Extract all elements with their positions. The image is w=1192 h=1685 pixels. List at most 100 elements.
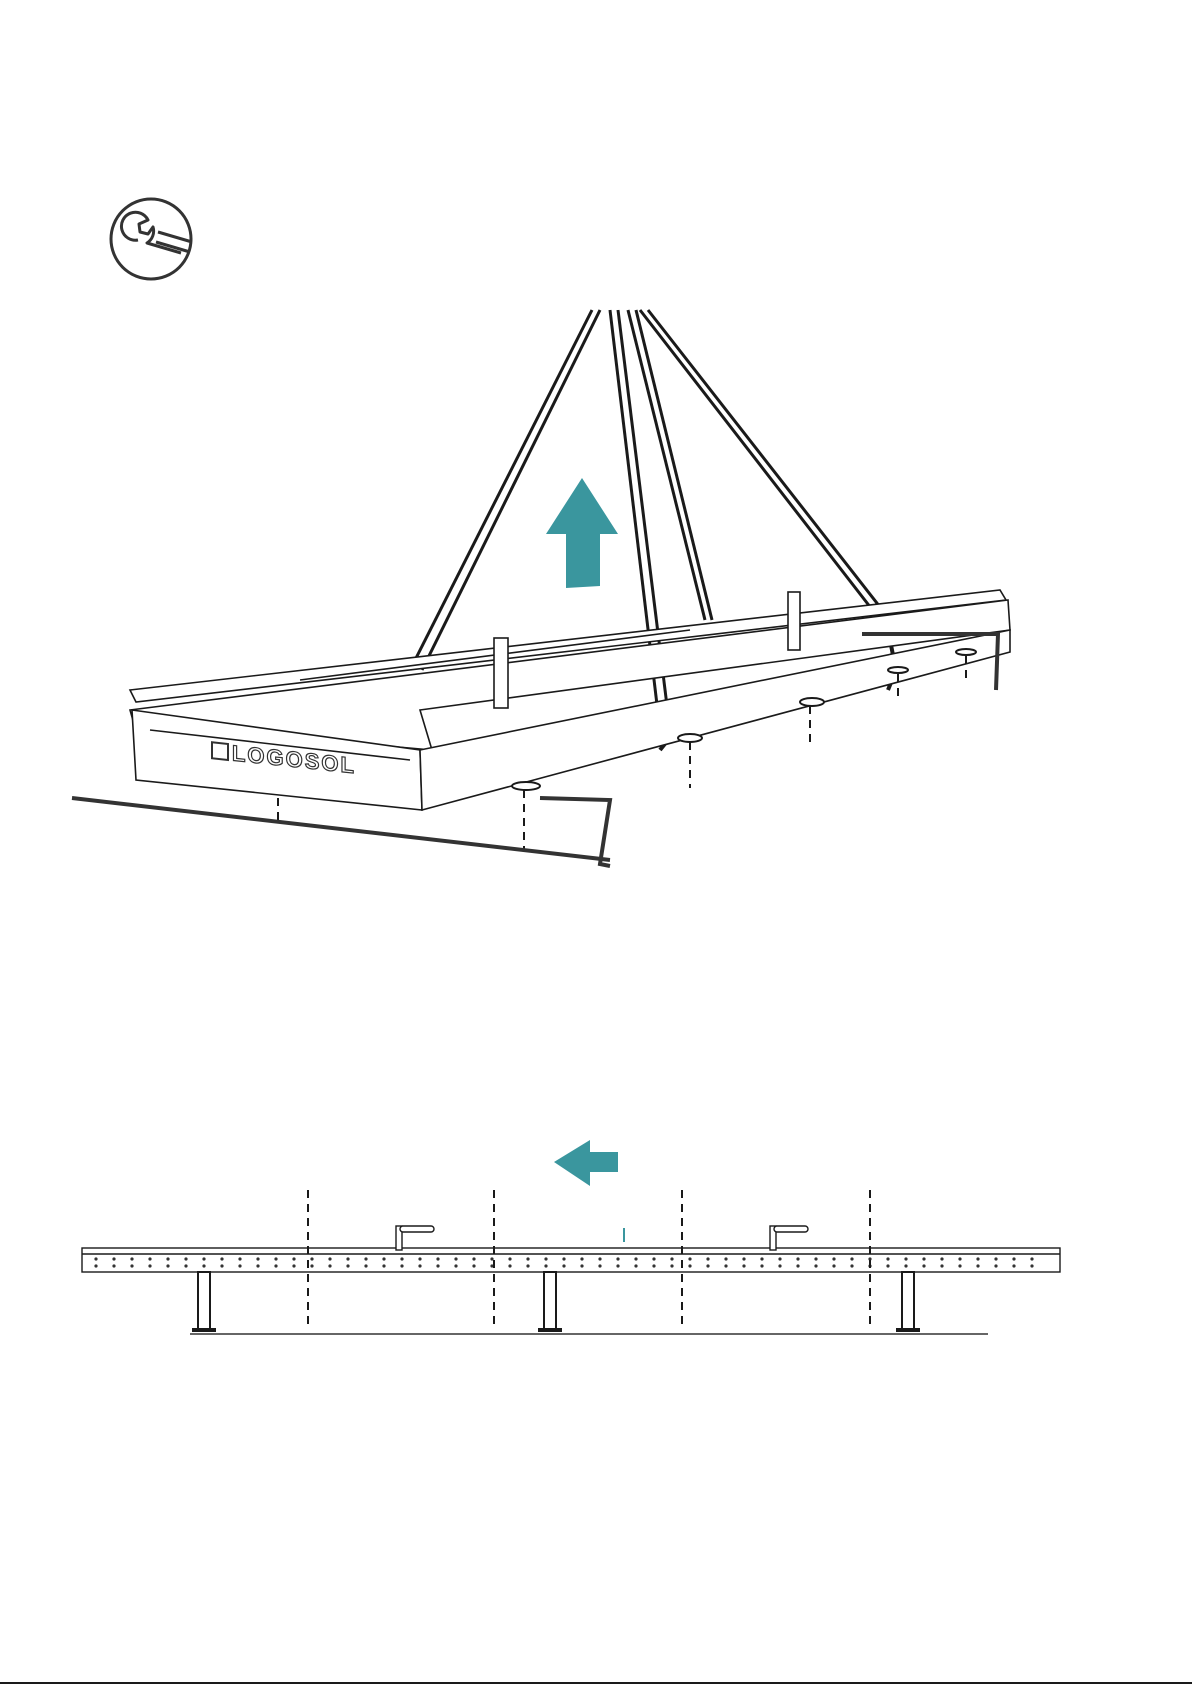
rail-hole — [886, 1257, 889, 1260]
rail-hole — [112, 1264, 115, 1267]
rail-hole — [814, 1257, 817, 1260]
rail-hole — [238, 1257, 241, 1260]
rail-hole — [220, 1257, 223, 1260]
rail-hole — [670, 1264, 673, 1267]
rail-hole — [940, 1257, 943, 1260]
move-left-arrow — [554, 1140, 618, 1186]
rail-hole — [364, 1264, 367, 1267]
rail-hole — [760, 1264, 763, 1267]
rail-hole — [400, 1264, 403, 1267]
rail-hole — [742, 1264, 745, 1267]
rail-hole — [418, 1257, 421, 1260]
rail-hole — [166, 1264, 169, 1267]
rail-hole — [418, 1264, 421, 1267]
rail-hole — [202, 1264, 205, 1267]
rail-hole — [922, 1264, 925, 1267]
rail-hole — [1012, 1257, 1015, 1260]
rail-hole — [562, 1257, 565, 1260]
rail-hole — [436, 1257, 439, 1260]
rail-hole — [958, 1264, 961, 1267]
rail-hole — [724, 1257, 727, 1260]
rail-hole — [274, 1257, 277, 1260]
rail-hole — [778, 1264, 781, 1267]
rail-hole — [724, 1264, 727, 1267]
rail-hole — [526, 1264, 529, 1267]
rail-hole — [526, 1257, 529, 1260]
rail-hole — [796, 1257, 799, 1260]
rail-hole — [472, 1257, 475, 1260]
rail-hole — [814, 1264, 817, 1267]
rail-hole — [760, 1257, 763, 1260]
rail-hole — [598, 1264, 601, 1267]
rail-hole — [112, 1257, 115, 1260]
rail-hole — [1030, 1264, 1033, 1267]
rail-hole — [310, 1257, 313, 1260]
wrench-icon — [108, 196, 194, 282]
rail-hole — [382, 1264, 385, 1267]
rail-hole — [850, 1264, 853, 1267]
rail-hole — [994, 1264, 997, 1267]
rail-hole — [976, 1257, 979, 1260]
rail-hole — [202, 1257, 205, 1260]
rail-hole — [940, 1264, 943, 1267]
rail-hole — [328, 1264, 331, 1267]
rail-hole — [1012, 1264, 1015, 1267]
rail-hole — [652, 1257, 655, 1260]
rail-hole — [328, 1257, 331, 1260]
rail-hole — [688, 1257, 691, 1260]
rail-hole — [850, 1257, 853, 1260]
rail-hole — [904, 1264, 907, 1267]
rail-hole — [958, 1257, 961, 1260]
rail-hole — [634, 1264, 637, 1267]
rail-hole — [256, 1257, 259, 1260]
rail-hole — [130, 1257, 133, 1260]
rail-hole — [616, 1257, 619, 1260]
rail-hole — [796, 1264, 799, 1267]
rail-hole — [184, 1264, 187, 1267]
rail-hole — [346, 1264, 349, 1267]
lift-up-arrow — [546, 478, 618, 588]
rail-hole — [454, 1257, 457, 1260]
rail-hole — [562, 1264, 565, 1267]
rail-hole — [238, 1264, 241, 1267]
rail-hole — [598, 1257, 601, 1260]
rail-hole — [652, 1264, 655, 1267]
rail-hole — [508, 1264, 511, 1267]
side-view-illustration — [0, 1140, 1192, 1360]
rail-hole — [544, 1264, 547, 1267]
rail-hole — [166, 1257, 169, 1260]
rail-hole — [904, 1257, 907, 1260]
rail-hole — [184, 1257, 187, 1260]
rail-hole — [778, 1257, 781, 1260]
rail-hole — [292, 1264, 295, 1267]
rail-hole — [148, 1257, 151, 1260]
rail-clamps — [396, 1226, 808, 1250]
rail-hole — [832, 1264, 835, 1267]
frame-body — [130, 590, 1010, 810]
rail-hole — [508, 1257, 511, 1260]
rail-hole — [634, 1257, 637, 1260]
rail-hole — [94, 1264, 97, 1267]
rail-hole — [256, 1264, 259, 1267]
rail-hole — [580, 1264, 583, 1267]
rail-hole — [544, 1257, 547, 1260]
page-bottom-rule — [0, 1681, 1192, 1685]
rail-hole — [310, 1264, 313, 1267]
rail-hole — [976, 1264, 979, 1267]
lifting-frame-illustration: LOGOSOL — [0, 290, 1192, 890]
rail-hole — [688, 1264, 691, 1267]
rail-hole — [148, 1264, 151, 1267]
rail-hole — [364, 1257, 367, 1260]
rail-hole — [616, 1264, 619, 1267]
rail-hole — [706, 1264, 709, 1267]
rail-hole — [922, 1257, 925, 1260]
rail-hole — [382, 1257, 385, 1260]
rail-hole — [832, 1257, 835, 1260]
rail-hole — [706, 1257, 709, 1260]
rail-hole — [346, 1257, 349, 1260]
rail-hole — [670, 1257, 673, 1260]
side-rail — [82, 1248, 1060, 1272]
rail-hole — [400, 1257, 403, 1260]
rail-hole — [94, 1257, 97, 1260]
rail-hole — [436, 1264, 439, 1267]
